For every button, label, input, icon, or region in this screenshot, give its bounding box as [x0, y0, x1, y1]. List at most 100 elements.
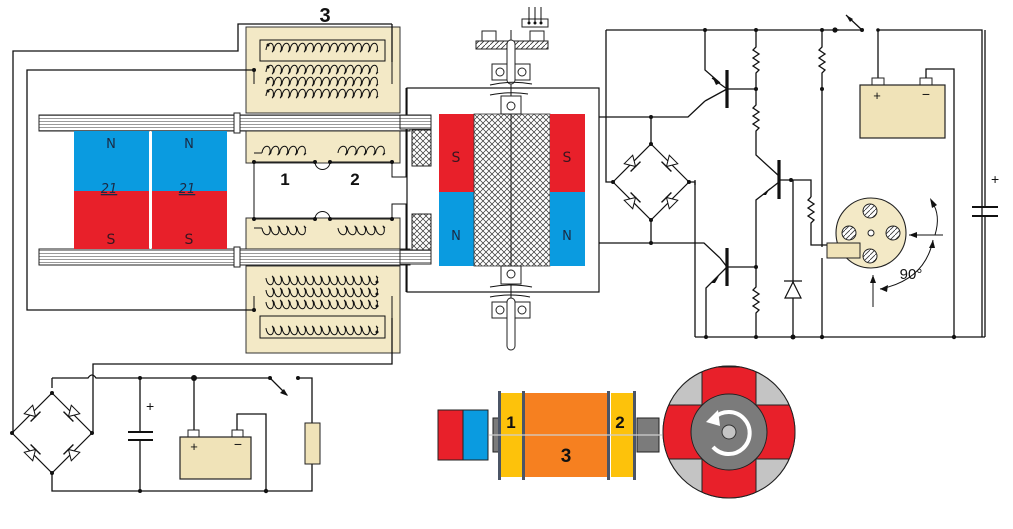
magnet-1-n-label: N [106, 137, 116, 152]
upper-lamination-bar [38, 114, 235, 132]
coil-1-label: 1 [280, 170, 289, 189]
battery-right-plus: + [873, 88, 881, 103]
bridge-outline [612, 143, 690, 221]
disc-axle [721, 424, 737, 440]
sensor-pickup [826, 242, 861, 259]
coil-winding [265, 275, 379, 286]
diode [63, 404, 81, 422]
node [50, 391, 54, 395]
rotor-left-n-label: N [451, 229, 461, 244]
polarity-dot [375, 280, 379, 284]
diode [661, 154, 679, 172]
coil-winding [265, 64, 379, 75]
rotor-assembly-side-view: 1 2 3 [437, 391, 662, 480]
pole-shoe-lower [411, 213, 432, 251]
control-circuit [599, 27, 985, 340]
rotor-right-s-label: S [563, 150, 572, 166]
rotor-magnet-left-south [439, 114, 474, 192]
lower-lamination-bar [38, 248, 235, 266]
polarity-dot [266, 65, 270, 69]
magnet-2-north [152, 131, 227, 191]
polarity-dot [375, 292, 379, 296]
polarity-dot [375, 304, 379, 308]
left-magnet-stack: N N 21 21 S S [38, 112, 241, 268]
rotor-magnet-right-south [550, 114, 585, 192]
polarity-dot [375, 330, 379, 334]
magnet-1-mark: 21 [101, 182, 118, 197]
coil-winding [265, 287, 379, 298]
capacitor-left-plus: + [146, 398, 154, 414]
diode [23, 404, 41, 422]
magnet-1-south [74, 191, 149, 249]
center-rotor: S N S N [399, 7, 600, 351]
coil-group-3-upper [253, 42, 393, 99]
rotor-disc-end-view [662, 365, 796, 499]
magnet-2-n-label: N [184, 137, 194, 152]
rotor-core-3-label: 3 [561, 446, 572, 467]
position-sensor: 90° [826, 197, 943, 307]
battery-left [179, 436, 252, 480]
diode [23, 444, 41, 462]
coil-2-label: 2 [350, 170, 359, 189]
bridge-rectifier-left [10, 391, 94, 475]
battery-right-minus: − [922, 86, 930, 102]
magnet-1-s-label: S [107, 232, 116, 248]
switch-top-right[interactable] [835, 14, 983, 337]
rotor-coil-1-label: 1 [506, 413, 515, 432]
node [50, 471, 54, 475]
rotor-right-n-label: N [562, 229, 572, 244]
battery-left-plus: + [190, 439, 198, 454]
polarity-dot [266, 89, 270, 93]
coil-winding [265, 76, 379, 87]
coils-1-2-lower [254, 211, 392, 236]
coil-winding [265, 42, 379, 53]
rotor-magnet-left-north [439, 192, 474, 266]
switch-bottom-left[interactable] [269, 377, 288, 396]
end-magnet-south [437, 409, 464, 461]
capacitor-right: + [972, 30, 999, 337]
coil-winding [265, 299, 379, 310]
rotor-coil-2-label: 2 [615, 413, 624, 432]
air-gap-lower [233, 246, 241, 268]
end-magnet-north [462, 409, 489, 461]
wire-crossover [314, 211, 331, 220]
wire-crossover [314, 161, 331, 170]
stator-wiring [12, 23, 407, 382]
coil-2-winding [337, 225, 386, 236]
rotation-ccw-icon [706, 410, 752, 457]
rotor-magnet-right-north [550, 192, 585, 266]
load-resistor [304, 422, 321, 465]
pole-shoe-upper [411, 129, 432, 167]
coil-winding [265, 325, 379, 336]
diode [63, 444, 81, 462]
rotor-left-s-label: S [452, 150, 461, 166]
lower-coil-housing [239, 211, 411, 354]
magnet-1-north [74, 131, 149, 191]
coil-2-winding [337, 145, 386, 156]
air-gap-upper [233, 112, 241, 134]
shaft-top [506, 39, 516, 85]
rotor-frame [406, 87, 600, 293]
magnet-2-mark: 21 [179, 182, 196, 197]
diode [623, 154, 641, 172]
zener-diode [784, 280, 802, 299]
bridge-rectifier-right [611, 142, 691, 222]
polarity-dot [266, 77, 270, 81]
shaft-bottom [506, 297, 516, 351]
coil-winding [265, 88, 379, 99]
coils-1-2-upper [254, 145, 392, 170]
upper-pole-lamination [239, 114, 411, 132]
coil-1-winding [261, 145, 307, 156]
rotor-core [473, 113, 551, 267]
polarity-dot [266, 43, 270, 47]
angle-label: 90° [900, 266, 923, 283]
bridge-outline [11, 392, 93, 474]
diode [623, 192, 641, 210]
upper-coil-housing [239, 26, 411, 170]
coil-group-3-label: 3 [319, 5, 330, 27]
diode [661, 192, 679, 210]
coil-group-3-lower [253, 275, 393, 336]
capacitor-right-plus: + [991, 171, 999, 187]
magnet-2-s-label: S [185, 232, 194, 248]
